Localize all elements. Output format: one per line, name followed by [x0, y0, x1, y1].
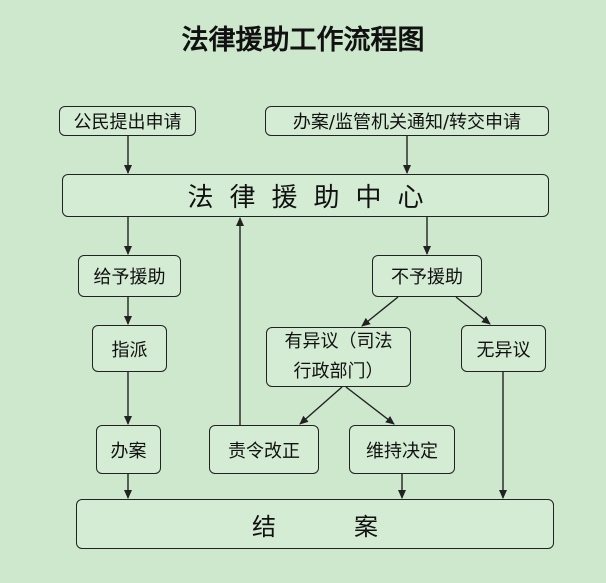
- node-objection-line2: 行政部门）: [293, 361, 384, 382]
- arrow-objection-to-correction: [299, 386, 343, 425]
- node-close-case: 结 案: [76, 499, 554, 549]
- node-objection-line1: 有异议（司法: [284, 331, 393, 352]
- node-no-objection: 无异议: [461, 325, 546, 372]
- arrow-objection-to-uphold: [345, 386, 395, 425]
- diagram-title: 法律援助工作流程图: [181, 25, 425, 56]
- node-order-correction: 责令改正: [209, 425, 319, 474]
- node-agency-notice: 办案/监管机关通知/转交申请: [265, 106, 549, 136]
- close-case-char-1: 结: [252, 512, 276, 541]
- arrow-deny-to-objection: [361, 296, 399, 327]
- node-uphold-decision: 维持决定: [349, 425, 455, 474]
- node-grant-aid: 给予援助: [78, 255, 181, 297]
- node-citizen-apply: 公民提出申请: [59, 106, 196, 136]
- node-deny-aid: 不予援助: [372, 255, 482, 297]
- node-legal-aid-center: 法律援助中心: [62, 174, 549, 217]
- node-handle-case: 办案: [96, 425, 161, 474]
- node-assign: 指派: [92, 325, 167, 372]
- close-case-char-2: 案: [354, 512, 378, 541]
- arrow-deny-to-no-objection: [455, 296, 491, 325]
- node-objection: 有异议（司法 行政部门）: [266, 327, 411, 387]
